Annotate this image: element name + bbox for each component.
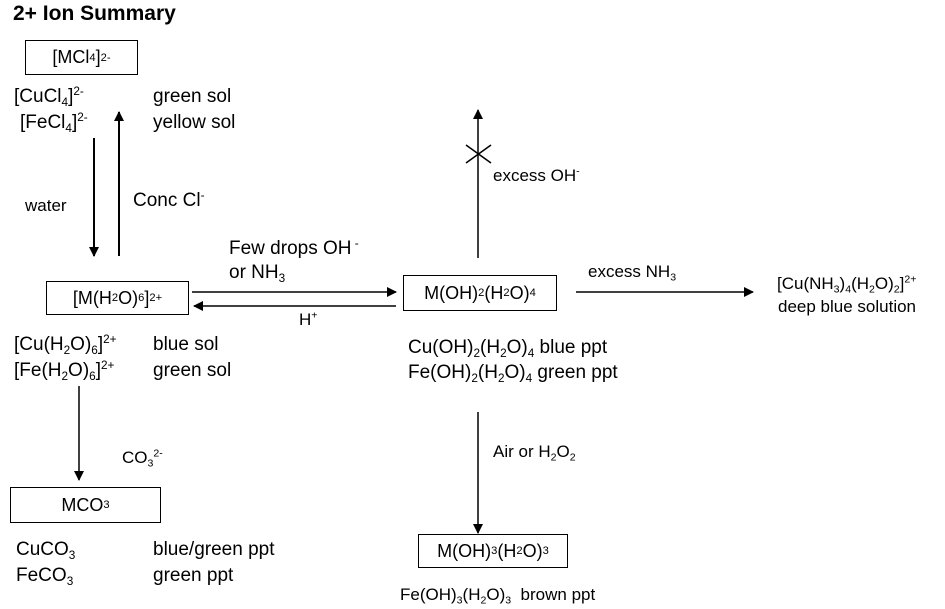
cu-aqua-formula: [Cu(H2O)6]2+: [14, 332, 117, 358]
cu-chloro-desc: green sol: [153, 86, 232, 107]
label-air-h2o2: Air or H2O2: [493, 442, 576, 464]
label-excess-oh: excess OH-: [493, 165, 580, 185]
fe3-product: Fe(OH)3(H2O)3 brown ppt: [400, 585, 596, 607]
fe-aqua-formula: [Fe(H2O)6]2+: [14, 358, 115, 384]
cross-mark-2: [465, 144, 492, 164]
label-few-drops: Few drops OH -: [229, 236, 359, 259]
label-carbonate: CO32-: [122, 447, 163, 470]
fe-aqua-desc: green sol: [153, 360, 232, 381]
label-h-plus: H+: [299, 309, 318, 329]
ammine-formula: [Cu(NH3)4(H2O)2]2+: [777, 273, 917, 296]
label-water: water: [25, 196, 67, 215]
cu-hydroxide: Cu(OH)2(H2O)4 blue ppt: [408, 337, 608, 361]
label-conc-cl: Conc Cl-: [133, 188, 205, 211]
fe-chloro-desc: yellow sol: [153, 112, 236, 133]
fe-chloro-formula: [FeCl4]2-: [20, 110, 88, 136]
label-or-nh3: or NH3: [229, 262, 286, 286]
cu-carbonate-desc: blue/green ppt: [153, 539, 275, 560]
fe-carbonate-desc: green ppt: [153, 565, 234, 586]
cu-aqua-desc: blue sol: [153, 334, 219, 355]
fe-hydroxide: Fe(OH)2(H2O)4 green ppt: [408, 362, 618, 386]
cu-chloro-formula: [CuCl4]2-: [14, 84, 84, 110]
page-title: 2+ Ion Summary: [13, 2, 176, 25]
label-excess-nh3: excess NH3: [588, 262, 677, 284]
cu-carbonate-formula: CuCO3: [16, 539, 76, 563]
ammine-desc: deep blue solution: [778, 297, 917, 316]
fe-carbonate-formula: FeCO3: [16, 565, 74, 589]
